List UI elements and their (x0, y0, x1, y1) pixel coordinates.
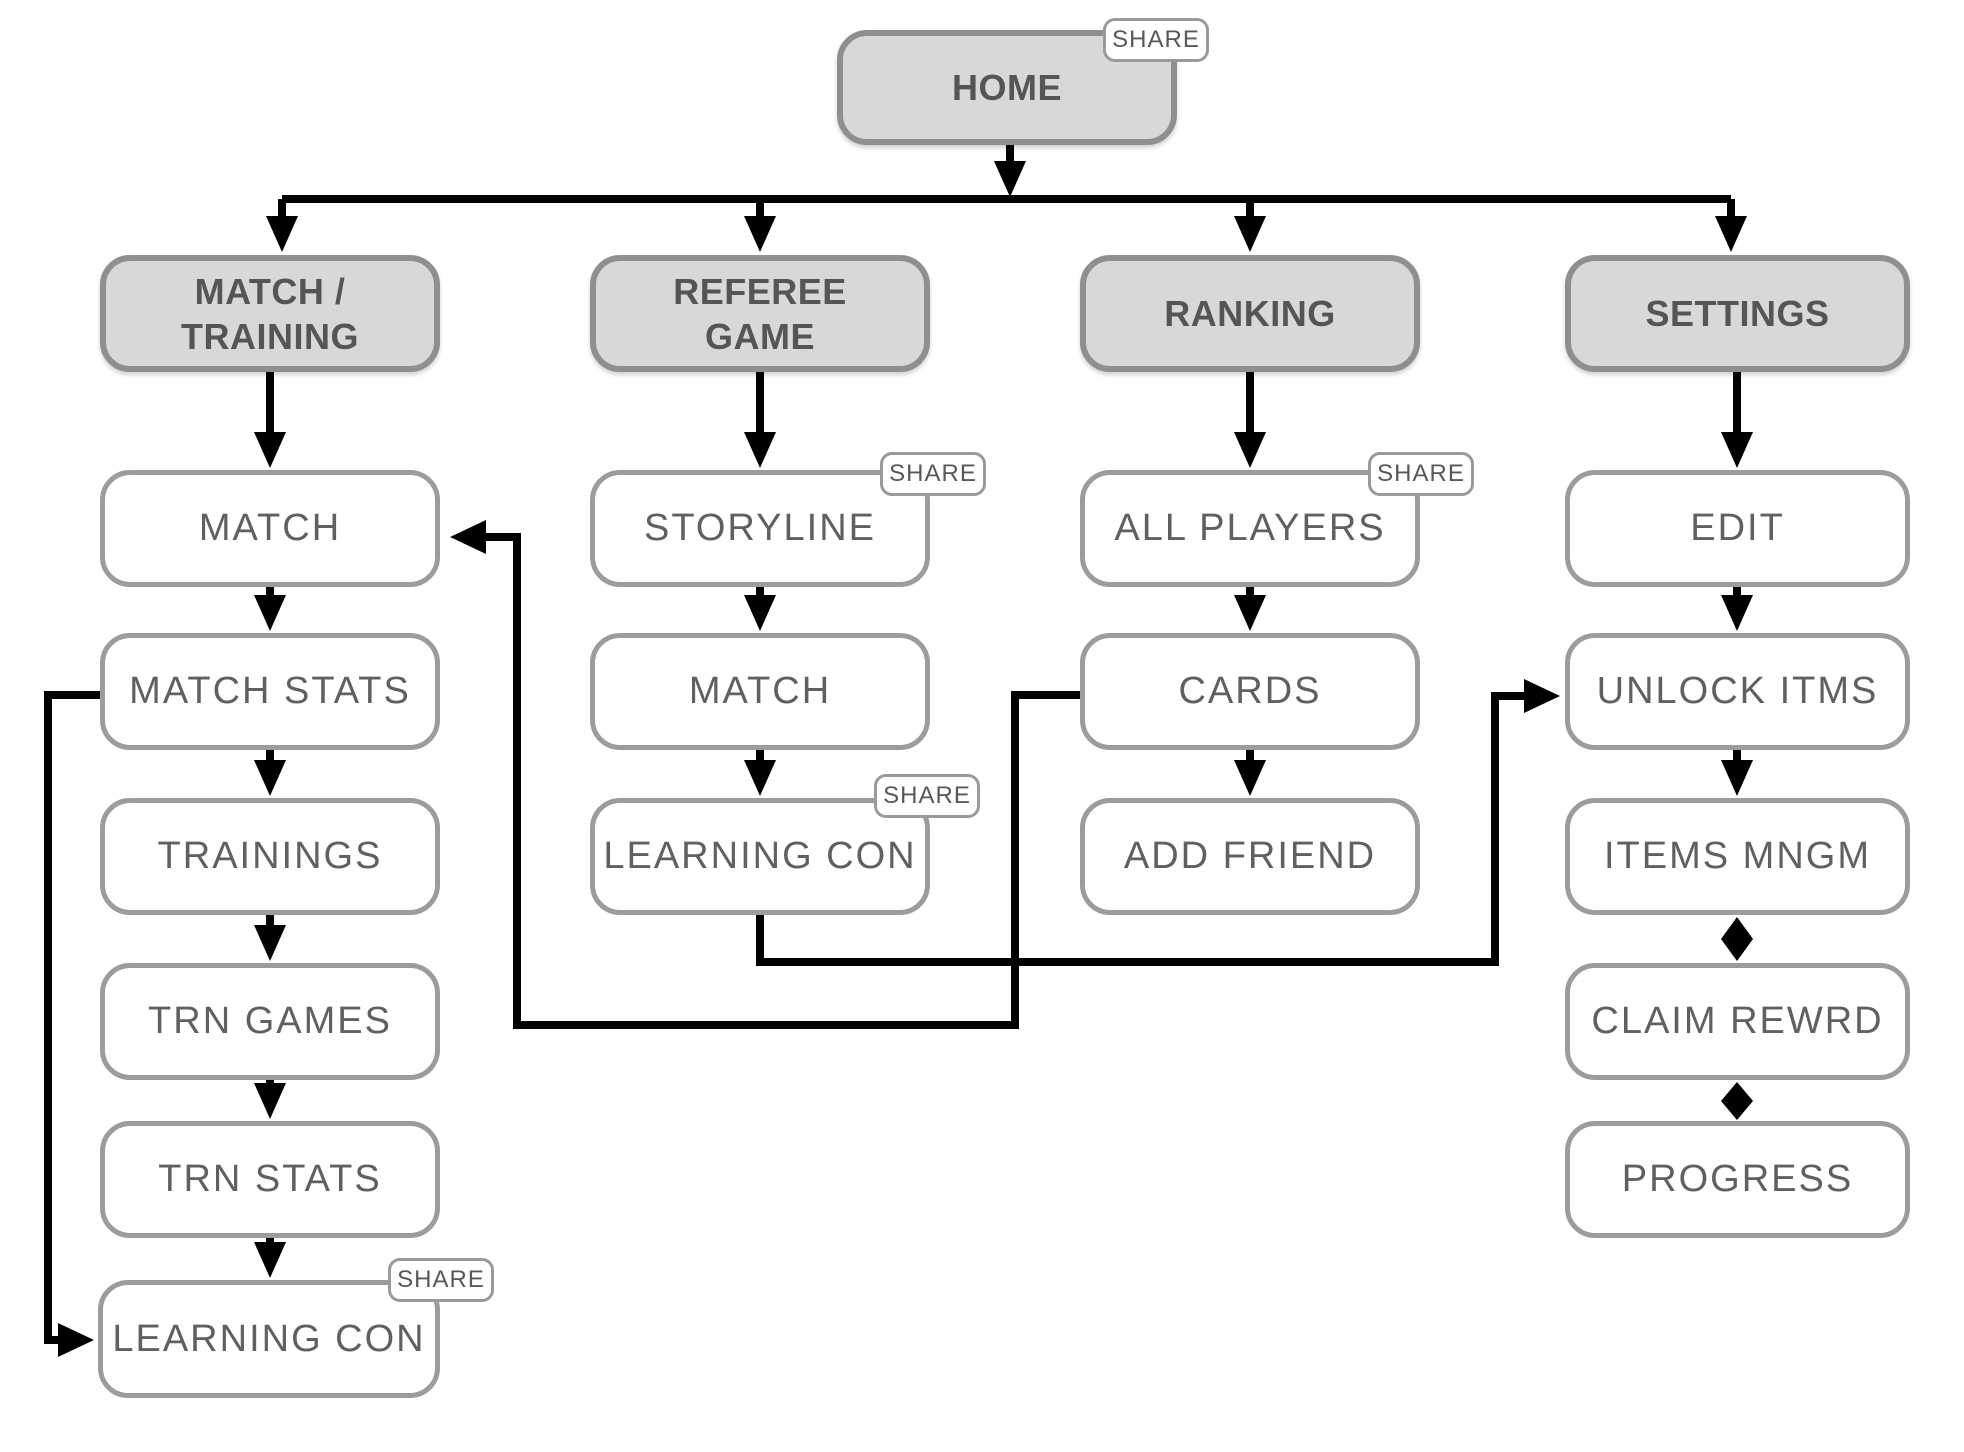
arrowhead-mt-header (266, 216, 298, 252)
node-items-mngm: ITEMS MNGM (1565, 798, 1910, 915)
arrowhead-add-friend (1234, 760, 1266, 796)
node-match-referee-label: MATCH (688, 670, 832, 712)
arrowhead-learning-con-left (254, 1242, 286, 1278)
arrowhead-trn-stats (254, 1083, 286, 1119)
node-progress-label: PROGRESS (1621, 1158, 1854, 1200)
share-badge-learning-con-left: SHARE (388, 1258, 494, 1302)
edge-learning-con-ref-to-unlock-itms (756, 692, 1524, 966)
header-ranking: RANKING (1080, 255, 1420, 372)
share-badge-storyline: SHARE (880, 452, 986, 496)
node-storyline: STORYLINE (590, 470, 930, 587)
header-settings: SETTINGS (1565, 255, 1910, 372)
share-badge-label: SHARE (889, 460, 977, 487)
node-all-players-label: ALL PLAYERS (1114, 507, 1386, 549)
node-storyline-label: STORYLINE (643, 507, 876, 549)
header-match-training-label: MATCH / TRAINING (181, 270, 359, 357)
arrowhead-edit (1721, 432, 1753, 468)
arrowhead-match-stats (254, 595, 286, 631)
header-match-training: MATCH / TRAINING (100, 255, 440, 372)
arrowhead-rk-header (1234, 216, 1266, 252)
node-learning-con-left: LEARNING CON (98, 1280, 440, 1398)
node-edit-label: EDIT (1690, 507, 1785, 549)
node-trainings-label: TRAININGS (157, 835, 383, 877)
node-cards: CARDS (1080, 633, 1420, 750)
arrowhead-storyline (744, 432, 776, 468)
arrowhead-into-learning-con-left (58, 1323, 94, 1357)
edge-match-stats-to-learning-con-left (44, 691, 100, 1344)
arrowhead-items-mngm (1721, 760, 1753, 796)
arrowhead-home (994, 161, 1026, 197)
node-trn-stats: TRN STATS (100, 1121, 440, 1238)
arrowhead-all-players (1234, 432, 1266, 468)
header-referee-game-label: REFEREE GAME (673, 270, 847, 357)
share-badge-all-players: SHARE (1368, 452, 1474, 496)
node-trn-games-label: TRN GAMES (148, 1000, 392, 1042)
node-claim-rewrd: CLAIM REWRD (1565, 963, 1910, 1080)
node-claim-rewrd-label: CLAIM REWRD (1591, 1000, 1884, 1042)
share-badge-label: SHARE (397, 1266, 485, 1293)
node-match-stats-label: MATCH STATS (129, 670, 411, 712)
arrowhead-trn-games (254, 925, 286, 961)
share-badge-home: SHARE (1103, 18, 1209, 62)
node-trainings: TRAININGS (100, 798, 440, 915)
share-badge-learning-con-referee: SHARE (874, 774, 980, 818)
node-trn-stats-label: TRN STATS (158, 1158, 382, 1200)
node-unlock-itms: UNLOCK ITMS (1565, 633, 1910, 750)
edge-cards-to-match (486, 533, 1080, 1029)
share-badge-label: SHARE (1377, 460, 1465, 487)
node-learning-con-left-label: LEARNING CON (112, 1317, 426, 1360)
node-add-friend-label: ADD FRIEND (1123, 835, 1377, 877)
node-all-players: ALL PLAYERS (1080, 470, 1420, 587)
arrowhead-cards (1234, 595, 1266, 631)
header-ranking-label: RANKING (1164, 293, 1336, 334)
node-cards-label: CARDS (1178, 670, 1322, 712)
node-add-friend: ADD FRIEND (1080, 798, 1420, 915)
share-badge-label: SHARE (883, 782, 971, 809)
node-progress: PROGRESS (1565, 1121, 1910, 1238)
diamond-claim-rewrd-progress (1721, 1082, 1753, 1120)
header-referee-game: REFEREE GAME (590, 255, 930, 372)
node-match-label: MATCH (198, 507, 342, 549)
arrowhead-match-ref (744, 595, 776, 631)
node-learning-con-referee: LEARNING CON (590, 798, 930, 915)
node-match: MATCH (100, 470, 440, 587)
node-unlock-itms-label: UNLOCK ITMS (1596, 670, 1879, 712)
arrowhead-into-match-right (450, 520, 486, 554)
node-items-mngm-label: ITEMS MNGM (1604, 835, 1871, 877)
arrowhead-rg-header (744, 216, 776, 252)
arrowhead-into-unlock-itms-left (1524, 679, 1560, 713)
arrowhead-unlock-itms (1721, 595, 1753, 631)
node-match-referee: MATCH (590, 633, 930, 750)
arrowhead-st-header (1715, 216, 1747, 252)
node-edit: EDIT (1565, 470, 1910, 587)
node-home-label: HOME (952, 67, 1062, 108)
arrowhead-match (254, 432, 286, 468)
arrowhead-trainings (254, 760, 286, 796)
node-learning-con-referee-label: LEARNING CON (603, 835, 917, 877)
node-trn-games: TRN GAMES (100, 963, 440, 1080)
share-badge-label: SHARE (1112, 26, 1200, 53)
header-settings-label: SETTINGS (1645, 293, 1830, 334)
diamond-items-mngm-claim-rewrd (1721, 917, 1753, 961)
arrowhead-learning-con-ref (744, 760, 776, 796)
node-match-stats: MATCH STATS (100, 633, 440, 750)
